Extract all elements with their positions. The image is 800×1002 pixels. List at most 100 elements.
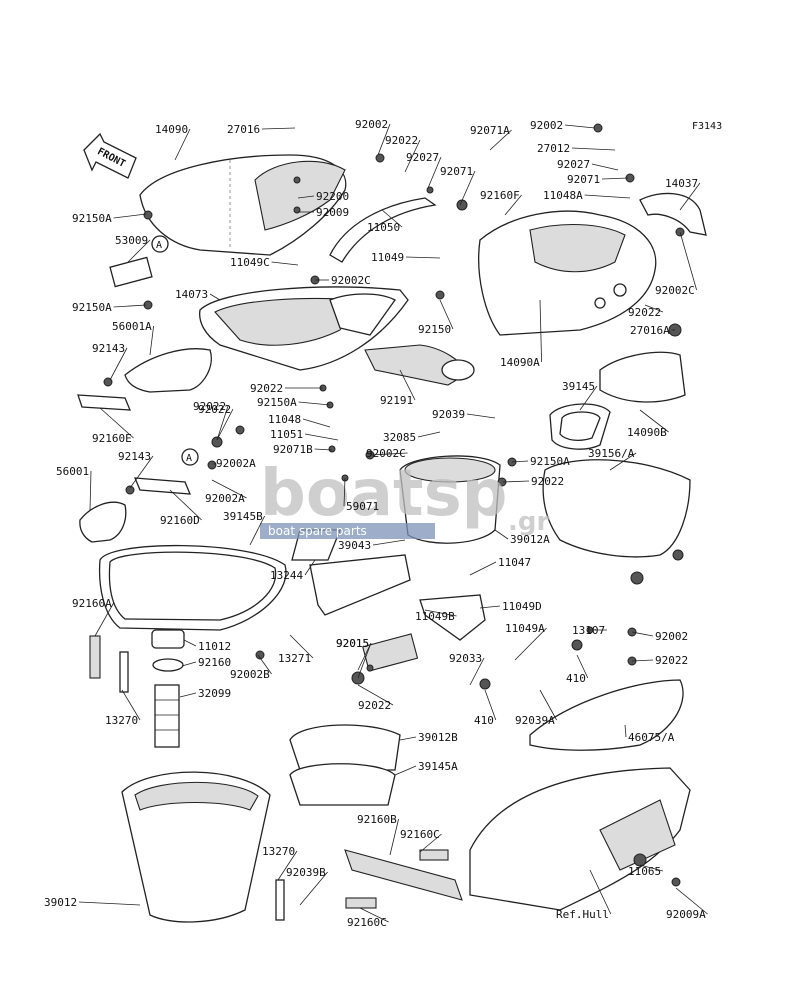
sheet-92160B-drawing [344,849,463,901]
part-number-label: 92022 [385,134,418,147]
part-number-label: 11049B [415,610,455,623]
strip-92160A-drawing [89,635,101,679]
hull-reference-drawing [469,767,691,911]
part-number-label: 92143 [118,450,151,463]
leader-line [127,239,151,263]
part-number-label: 92039B [286,866,326,879]
part-number-label: 32085 [383,431,416,444]
part-number-label: 53009 [115,234,148,247]
leader-line [466,413,496,419]
leader-line [404,139,421,173]
part-number-label: 92143 [92,342,125,355]
leader-line [357,642,372,679]
part-number-label: 92022 [628,306,661,319]
part-number-label: 14090B [627,426,667,439]
leader-line [304,433,339,441]
part-number-label: 92022 [655,654,688,667]
leader-line [639,409,669,433]
part-number-label: 56001A [112,320,152,333]
front-arrow-icon: FRONT [83,132,137,179]
part-number-label: 92191 [380,394,413,407]
seat-cowl-14090-drawing [139,154,347,256]
part-number-label: 92160 [198,656,231,669]
part-number-label: 13271 [278,652,311,665]
part-number-label: 92200 [316,190,349,203]
part-number-label: 11049 [371,251,404,264]
callout-label: A [156,240,162,251]
part-number-label: 92160C [347,916,387,929]
leader-line [399,736,417,741]
part-number-label: 92009 [316,206,349,219]
part-number-label: 92033 [449,652,482,665]
bracket-13270-drawing [119,651,129,693]
leader-line [149,325,154,356]
callout-a-lower: A [181,448,199,466]
bin-39012B-drawing [289,724,401,806]
part-number-label: 27012 [537,142,570,155]
part-number-label: 92039 [432,408,465,421]
part-number-label: 92002C [655,284,695,297]
leader-line [277,850,298,881]
leader-line [377,123,391,156]
leader-line [78,901,141,906]
leader-line [113,213,147,219]
figure-code: F3143 [692,121,722,132]
part-number-label: 92071 [567,173,600,186]
part-number-label: 92027 [557,158,590,171]
gasket-39145-drawing [549,351,686,450]
part-number-label: 14090 [155,123,188,136]
leader-line [564,124,596,129]
leader-line [357,684,394,706]
part-number-label: 92071 [440,165,473,178]
part-number-label: 92022 [358,699,391,712]
part-number-label: 39012B [418,731,458,744]
leader-line [209,293,221,301]
strip-92160C-drawing [419,849,449,861]
watermark-subtext: boat spare parts [268,524,367,538]
leader-line [289,634,314,659]
part-number-label: 11050 [367,221,400,234]
leader-line [271,261,299,266]
leader-line [644,304,664,313]
part-number-label: 13270 [262,845,295,858]
leader-line [304,559,316,576]
leader-line [314,448,333,451]
part-number-label: 11047 [498,556,531,569]
leader-line [299,871,328,906]
leader-line [99,407,134,439]
callout-a-upper: A [151,235,169,253]
watermark: boatsp boat spare parts .gr [260,457,549,539]
leader-line [459,170,476,206]
leader-line [489,129,512,151]
leader-line [216,405,229,441]
part-number-label: 11049A [505,622,545,635]
part-number-label: 11048A [543,189,583,202]
leader-line [469,561,497,576]
leader-lines [78,123,708,923]
part-number-label: 92160C [400,828,440,841]
part-number-label: 92160E [92,432,132,445]
part-number-label: 13107 [572,624,605,637]
part-number-label: Ref.Hull [556,908,609,921]
leader-line [89,470,92,511]
leader-line [381,209,403,228]
leader-line [539,299,542,363]
strip-92160C-lower-drawing [345,897,377,909]
leader-line [343,477,346,507]
leader-line [479,605,501,609]
leader-line [624,724,627,738]
leader-line [357,642,372,671]
leader-line [94,602,114,637]
part-number-label: 39145 [562,380,595,393]
mirror-56001-drawing [79,477,192,543]
part-number-label: 13244 [270,569,303,582]
leader-line [183,639,197,647]
leader-line [399,369,416,401]
leader-line [511,460,529,463]
part-number-label: 32099 [198,687,231,700]
part-number-label: 11065 [628,865,661,878]
part-number-label: 92002A [205,492,245,505]
